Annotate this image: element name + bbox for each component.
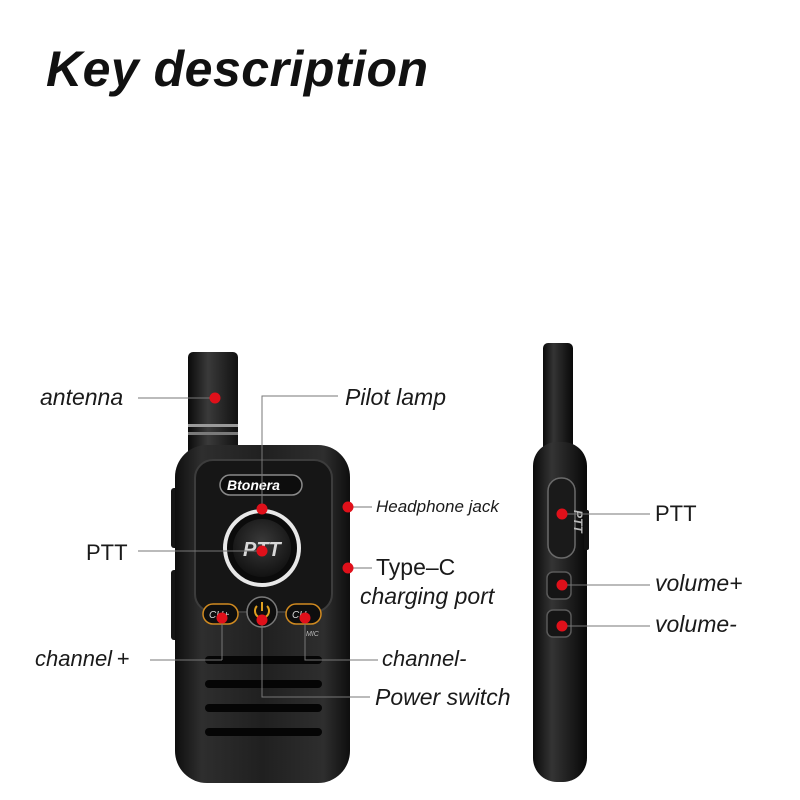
marker-ptt	[256, 545, 268, 557]
label-volume-minus: volume-	[655, 611, 737, 637]
markers	[209, 392, 568, 632]
label-ptt-side: PTT	[655, 501, 697, 526]
side-antenna	[543, 343, 573, 463]
marker-pilot-lamp	[256, 503, 268, 515]
label-pilot-lamp: Pilot lamp	[345, 384, 446, 410]
front-walkie-talkie: Btonera PTT CH+ CH- MIC	[171, 352, 350, 783]
leader-lines	[138, 395, 650, 698]
brand-logo: Btonera	[227, 477, 280, 493]
side-walkie-talkie: PTT	[533, 343, 589, 782]
mic-label: MIC	[306, 631, 320, 638]
marker-channel-plus	[216, 612, 228, 624]
label-volume-plus: volume+	[655, 570, 743, 596]
marker-volume-plus	[556, 579, 568, 591]
marker-antenna	[209, 392, 221, 404]
label-channel-minus: channel-	[382, 646, 467, 671]
label-power-switch: Power switch	[375, 684, 511, 710]
marker-power	[256, 614, 268, 626]
page-title: Key description	[46, 41, 429, 97]
label-type-c: Type–C	[376, 554, 456, 580]
label-ptt-front: PTT	[86, 540, 128, 565]
label-channel-plus: channel +	[35, 646, 130, 671]
side-ptt-key-label: PTT	[571, 510, 585, 534]
marker-volume-minus	[556, 620, 568, 632]
marker-headphone-jack	[342, 501, 354, 513]
label-headphone-jack: Headphone jack	[376, 497, 499, 516]
speaker-grille	[205, 656, 322, 736]
marker-side-ptt	[556, 508, 568, 520]
label-antenna: antenna	[40, 384, 124, 410]
marker-channel-minus	[299, 612, 311, 624]
marker-type-c	[342, 562, 354, 574]
label-charging-port: charging port	[360, 583, 495, 609]
